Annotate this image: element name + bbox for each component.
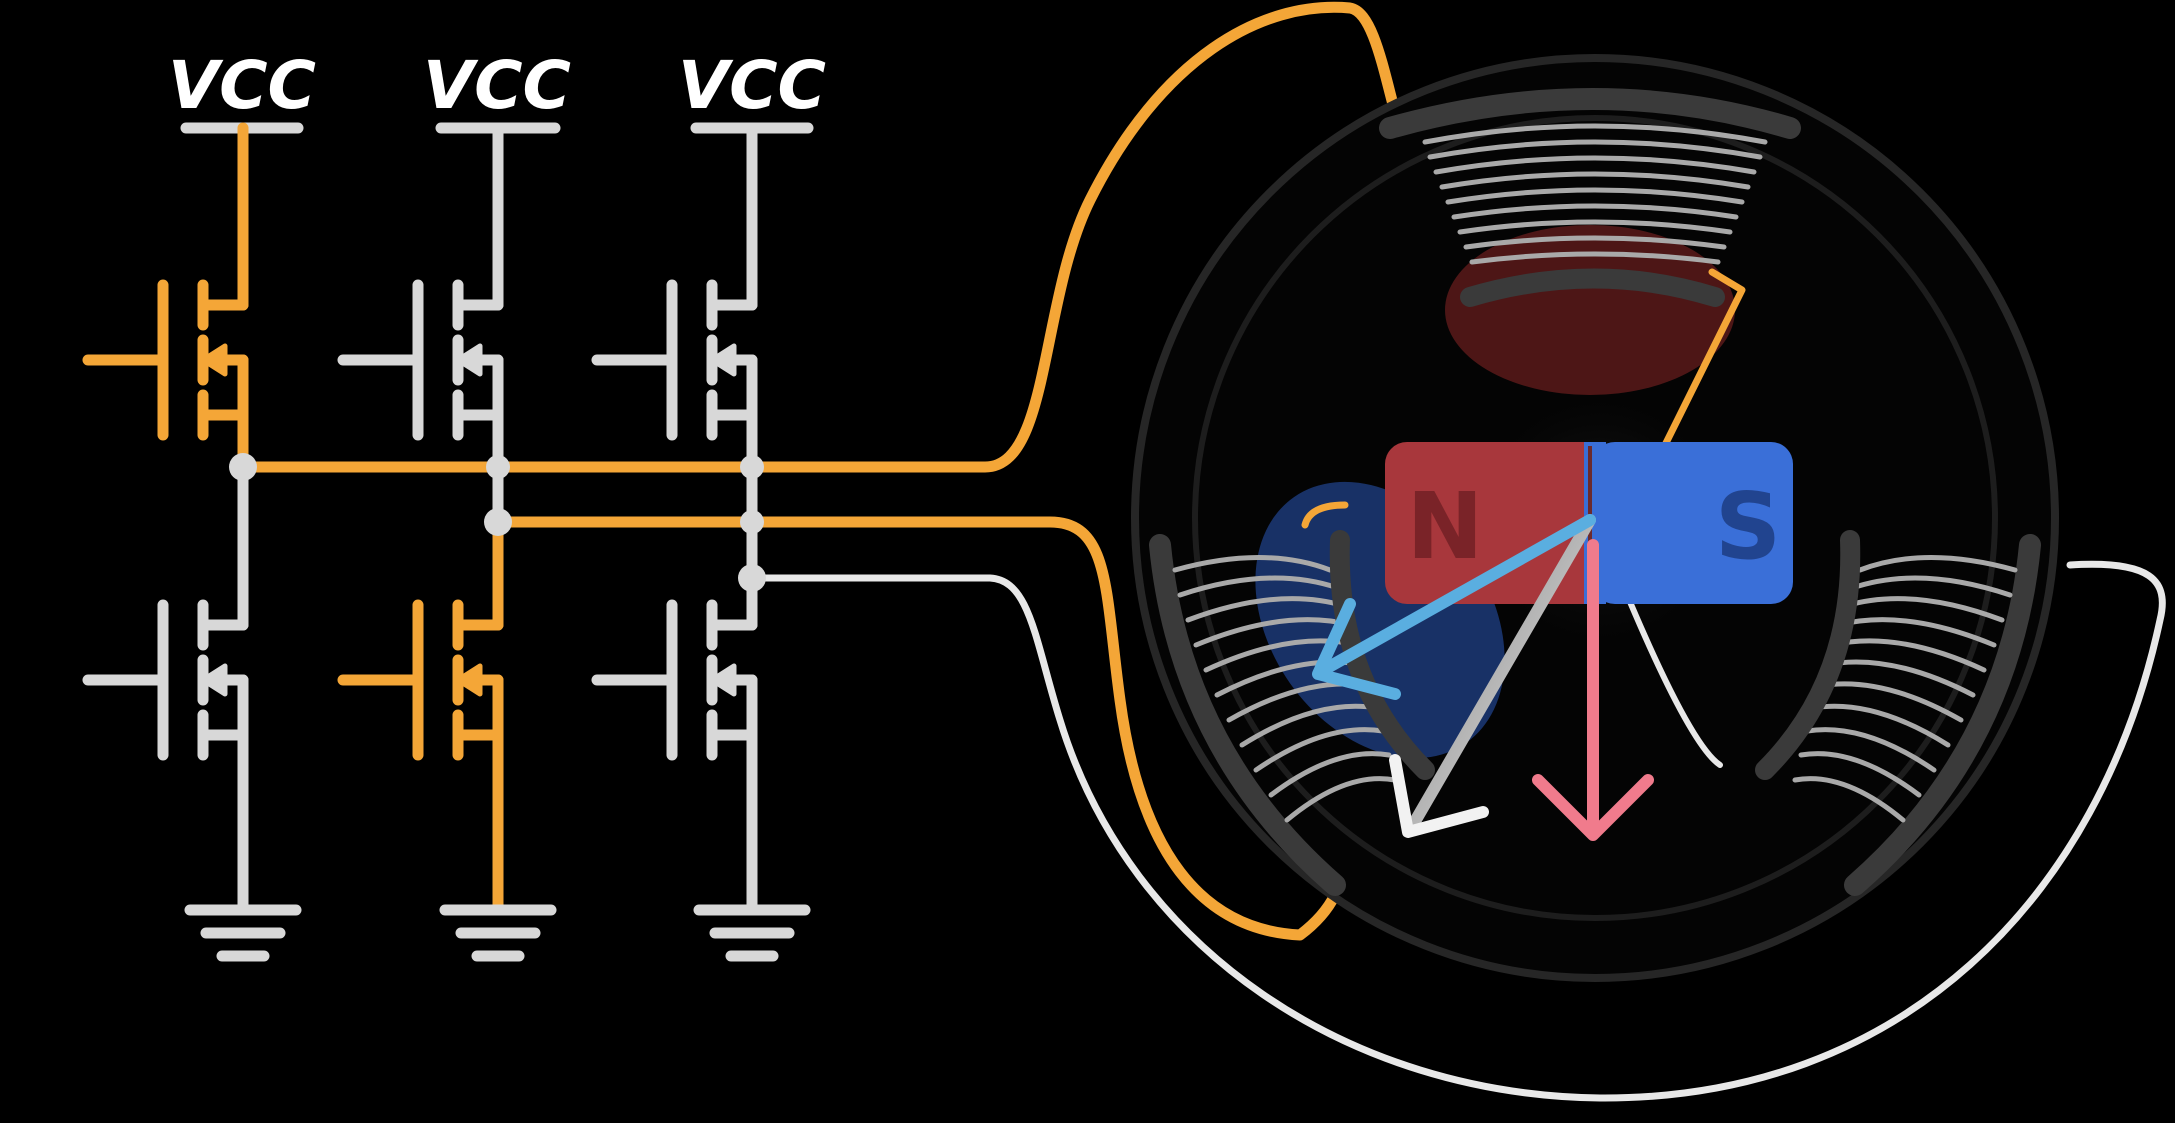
- phase-wire-c: [748, 560, 2166, 1102]
- stator-inner-ring: [1192, 115, 1998, 921]
- driver-circuit: VCC VCC VCC: [82, 1, 2166, 1102]
- field-arrow-white: [1389, 514, 1596, 838]
- coil-top-tail-wire: [1661, 268, 1746, 449]
- vcc-label-3: VCC: [678, 47, 826, 124]
- coil-top: [1379, 88, 1801, 395]
- junction-dot: [484, 508, 512, 536]
- crossing-dot: [740, 510, 764, 534]
- junction-dot: [738, 564, 766, 592]
- mosfet-high-3: [591, 122, 758, 631]
- ground-symbol-1: [184, 904, 302, 962]
- motor: N S: [1131, 54, 2059, 982]
- north-pole-label: N: [1407, 473, 1484, 580]
- coil-right-tail-wire: [1622, 587, 1723, 768]
- south-pole-label: S: [1715, 473, 1781, 580]
- field-arrow-pink: [1532, 539, 1654, 841]
- magnet-south-pole: [1593, 442, 1793, 604]
- crossing-dot: [486, 455, 510, 479]
- mosfet-high-1: [82, 122, 249, 476]
- vcc-label-1: VCC: [168, 47, 316, 124]
- phase-wire-a: [237, 1, 1406, 473]
- mosfet-low-3: [591, 599, 758, 916]
- mosfet-low-2: [337, 516, 504, 916]
- coil-left-tail-wire: [1301, 501, 1349, 529]
- bar-magnet: N S: [1385, 442, 1793, 604]
- magnet-north-pole: [1385, 442, 1597, 604]
- field-arrow-blue: [1312, 514, 1596, 700]
- vcc-label-2: VCC: [423, 47, 571, 124]
- junction-dot: [229, 453, 257, 481]
- crossing-dot: [740, 455, 764, 479]
- ground-symbol-3: [693, 904, 811, 962]
- coil-bottom-right: [1755, 530, 2041, 896]
- phase-wire-b: [492, 516, 1341, 941]
- coil-field-glow: [1445, 225, 1735, 395]
- mosfet-high-2: [337, 122, 504, 528]
- ground-symbol-2: [439, 904, 557, 962]
- mosfet-low-1: [82, 464, 249, 916]
